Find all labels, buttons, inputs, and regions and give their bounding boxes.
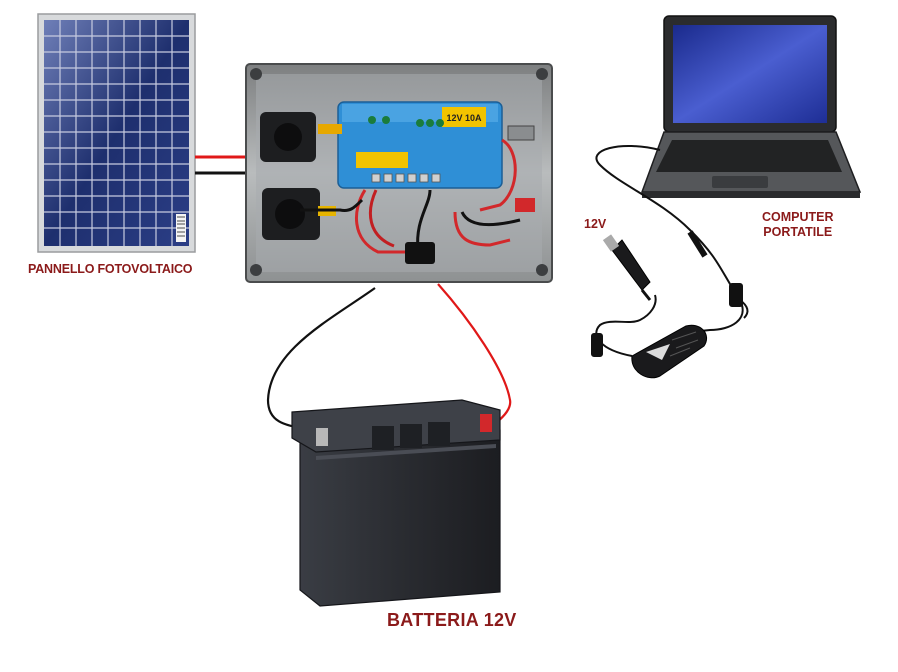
adapter-ferrite [591, 333, 603, 357]
battery-positive-wire [437, 283, 512, 427]
laptop-screen [673, 25, 827, 123]
plug-voltage-label: 12V [584, 217, 607, 231]
laptop-label-line1: COMPUTER [762, 210, 834, 224]
battery-label: BATTERIA 12V [387, 610, 517, 630]
solar-panel [37, 13, 196, 253]
solar-panel-label: PANNELLO FOTOVOLTAICO [28, 262, 193, 276]
controller-leds [368, 116, 444, 127]
controller-rating-plate [442, 107, 486, 127]
control-box: 12V 10A [245, 63, 553, 283]
laptop-cable [595, 144, 749, 333]
controller-rating: 12V 10A [446, 113, 482, 123]
battery-negative-terminal [316, 428, 328, 446]
panel-cell-grid [44, 20, 189, 246]
outlet-socket-top [260, 112, 316, 162]
laptop-label: COMPUTER PORTATILE [762, 210, 834, 240]
battery-positive-terminal [480, 414, 492, 432]
controller-terminals [371, 173, 441, 183]
box-screws [250, 68, 548, 276]
battery [291, 399, 501, 607]
laptop-touchpad [712, 176, 768, 188]
adapter-cable [591, 294, 657, 357]
charge-controller: 12V 10A [318, 101, 503, 189]
outlet-socket-bottom [262, 188, 320, 240]
panel-wires [195, 155, 247, 175]
laptop [640, 15, 862, 198]
car-adapter [631, 324, 708, 379]
laptop-label-line2: PORTATILE [763, 225, 833, 239]
cable-ferrite [729, 283, 743, 307]
cigarette-plug [602, 234, 652, 301]
